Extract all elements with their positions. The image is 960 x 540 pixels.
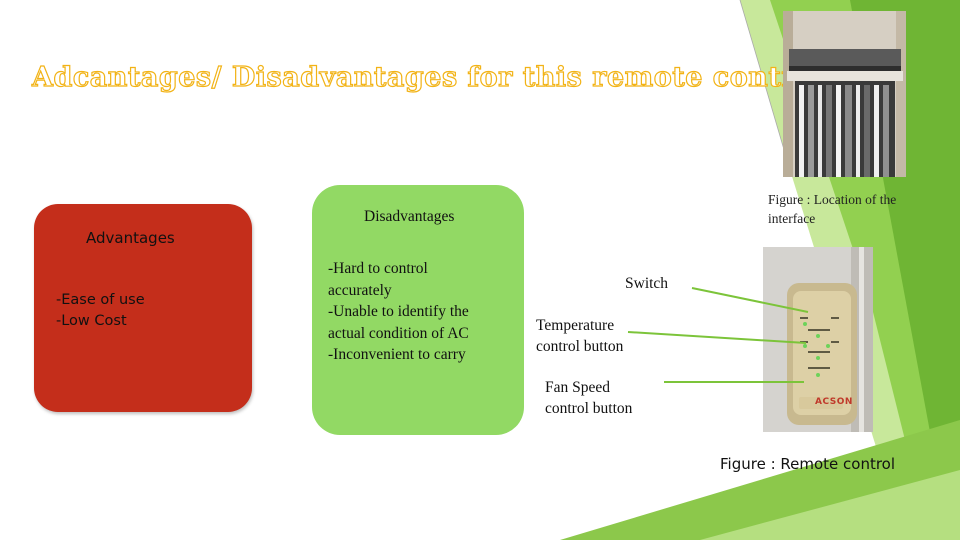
disadvantages-list: -Hard to control accurately -Unable to i… xyxy=(328,258,514,366)
disadvantages-heading: Disadvantages xyxy=(364,208,455,225)
temperature-callout-line xyxy=(627,331,807,344)
disadvantage-line: accurately xyxy=(328,281,392,299)
thin-diagonal-line xyxy=(739,0,791,171)
slide-title: Adcantages/ Disadvantages for this remot… xyxy=(31,61,826,93)
disadvantage-line: -Inconvenient to carry xyxy=(328,346,466,363)
switch-label: Switch xyxy=(625,275,669,292)
disadvantage-line: actual condition of AC xyxy=(328,324,469,342)
advantages-card xyxy=(34,204,252,412)
advantages-list: -Ease of use -Low Cost xyxy=(56,290,145,332)
location-figure-caption: Figure : Location of the interface xyxy=(768,192,897,226)
disadvantage-line: -Unable to identify the xyxy=(328,303,469,320)
disadvantages-card xyxy=(312,185,524,435)
location-photo xyxy=(783,11,906,177)
remote-figure-caption: Figure : Remote control xyxy=(720,455,896,473)
air-curtain-illustration xyxy=(783,11,906,177)
advantage-item: -Low Cost xyxy=(56,313,127,329)
fan-speed-button-label: Fan Speed control button xyxy=(545,379,633,417)
temperature-button-label: Temperature control button xyxy=(536,317,624,355)
switch-callout-line xyxy=(691,287,809,313)
remote-brand-logo: ACSON xyxy=(815,397,853,407)
green-band-bottom-light xyxy=(700,470,960,540)
disadvantage-line: -Hard to control xyxy=(328,260,428,277)
advantages-heading: Advantages xyxy=(86,229,175,247)
remote-control-photo: ACSON xyxy=(763,247,873,432)
advantage-item: -Ease of use xyxy=(56,292,145,308)
remote-control-illustration xyxy=(763,247,873,432)
